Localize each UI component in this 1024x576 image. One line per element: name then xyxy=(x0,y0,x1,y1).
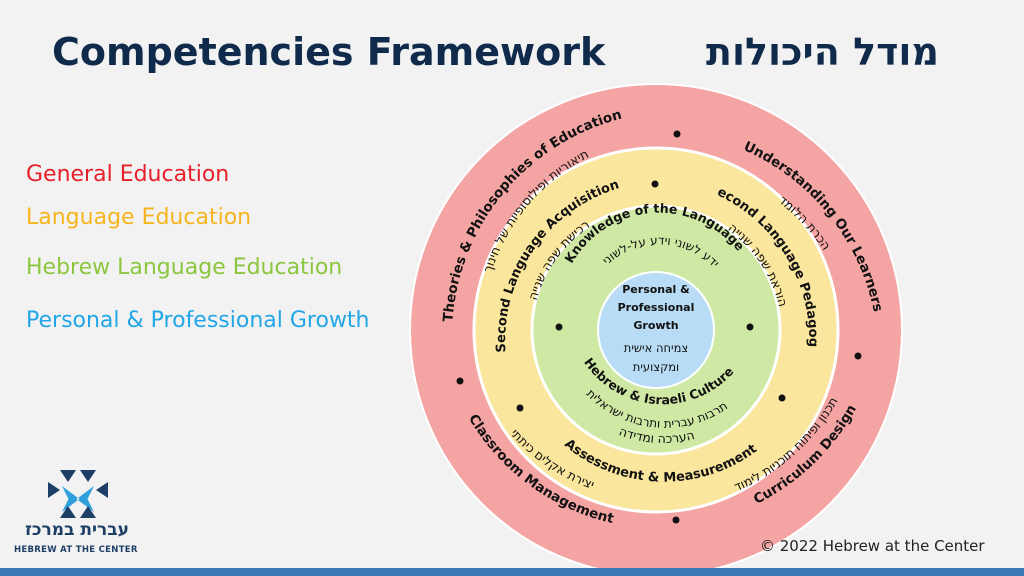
bottom-bar xyxy=(0,568,1024,576)
logo-text-english: HEBREW AT THE CENTER xyxy=(14,545,138,555)
dot xyxy=(746,323,754,331)
logo-text-hebrew: עברית במרכז xyxy=(25,520,129,540)
dot xyxy=(778,394,786,402)
copyright-notice: © 2022 Hebrew at the Center xyxy=(760,537,985,555)
center-personal-growth xyxy=(597,271,715,389)
title-english: Competencies Framework xyxy=(52,30,606,74)
legend-general-education: General Education xyxy=(26,162,230,187)
dot xyxy=(516,404,524,412)
center-label-en-1: Personal & xyxy=(622,283,690,296)
legend-language-education: Language Education xyxy=(26,205,252,230)
title-hebrew: מודל היכולות xyxy=(706,30,939,74)
center-label-en-3: Growth xyxy=(633,319,678,332)
dot xyxy=(673,130,681,138)
dot xyxy=(672,516,680,524)
legend-hebrew-language-education: Hebrew Language Education xyxy=(26,255,343,280)
logo-mark-icon xyxy=(48,470,108,518)
separator-dots xyxy=(456,130,862,524)
dot xyxy=(456,377,464,385)
dot xyxy=(651,180,659,188)
center-label-he-2: ומקצועית xyxy=(633,360,679,374)
legend-personal-professional-growth: Personal & Professional Growth xyxy=(26,308,370,333)
center-label-he-1: צמיחה אישית xyxy=(624,341,688,355)
dot xyxy=(555,323,563,331)
dot xyxy=(854,352,862,360)
center-label-en-2: Professional xyxy=(618,301,695,314)
hebrew-at-the-center-logo xyxy=(48,470,108,518)
